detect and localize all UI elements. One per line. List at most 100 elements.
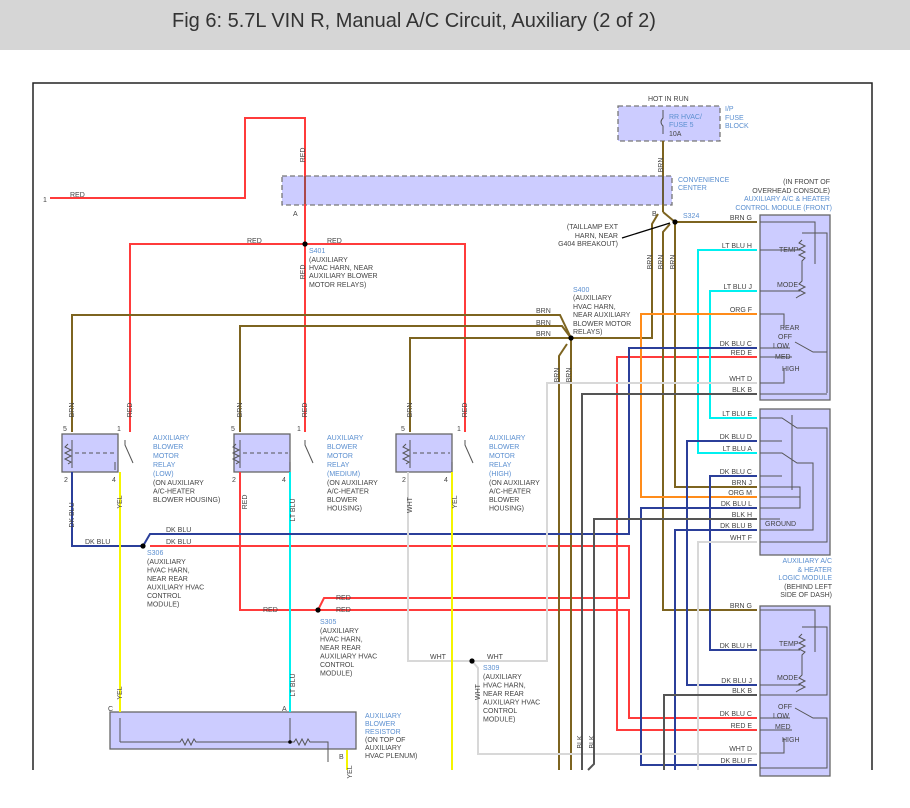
module-pin-label: WHT D [729, 746, 752, 753]
module-pin-label: DK BLU D [720, 434, 752, 441]
wire-color-label: RED [302, 403, 309, 418]
switch-label: MED [775, 354, 791, 361]
module-pin-label: RED E [731, 350, 753, 357]
wire-blk-rear-b [663, 694, 757, 770]
wire-color-label: RED [263, 607, 278, 614]
switch-label: MODE [777, 675, 798, 682]
module-pin-label: LT BLU H [722, 243, 752, 250]
module-pin-label: LT BLU A [723, 446, 753, 453]
module-pin-label: BLK H [732, 512, 752, 519]
module-pin-label: DK BLU C [720, 469, 752, 476]
fuse-amps: 10A [669, 131, 682, 138]
module-location: (BEHIND LEFT [784, 584, 833, 591]
wire-color-label: WHT [475, 683, 482, 700]
wire-color-label: BRN [237, 403, 244, 418]
splice-desc: RELAYS) [573, 329, 602, 336]
splice-desc: CONTROL [320, 662, 354, 669]
wire-dkblu-logic-d [686, 440, 757, 686]
fuse-icon [304, 110, 664, 204]
relay-name: (MEDIUM) [327, 471, 360, 478]
wire-color-label: RED [300, 265, 307, 280]
module-pin-label: DK BLU B [720, 523, 752, 530]
relay-name: RELAY [153, 462, 176, 469]
splice-desc: (AUXILIARY [320, 628, 359, 635]
pin-label: 4 [112, 477, 116, 484]
resistor-name: BLOWER [365, 721, 395, 728]
splice-desc: (AUXILIARY [573, 295, 612, 302]
wire-wht-relay-high [407, 472, 472, 662]
wire-dkblu-logic-b [674, 529, 757, 770]
splice-s401 [302, 241, 308, 247]
pin-label: B [339, 754, 344, 761]
module-pin-label: BRN G [730, 603, 752, 610]
module-location: (IN FRONT OF [783, 179, 830, 186]
splice-desc: MODULE) [320, 671, 352, 678]
wire-color-label: YEL [117, 495, 124, 508]
switch-label: HIGH [782, 366, 800, 373]
wire-red-relay-med-pin2 [239, 472, 318, 611]
module-location: SIDE OF DASH) [780, 592, 832, 599]
wire-color-label: WHT [407, 496, 414, 513]
splice-label: S401 [309, 248, 325, 255]
splice-desc: AUXILIARY BLOWER [309, 273, 378, 280]
splice-s306 [140, 543, 146, 549]
module-name: AUXILIARY A/C [782, 558, 832, 565]
relay-name: BLOWER [153, 444, 183, 451]
module-name: CONTROL MODULE (FRONT) [735, 205, 832, 212]
wire-ltblu-j [709, 290, 757, 419]
wire-color-label: BRN [647, 255, 654, 270]
convenience-center-label: CENTER [678, 185, 707, 192]
wire-color-label: BRN [554, 368, 561, 383]
fuse-label: FUSE 5 [669, 122, 694, 129]
module-pin-label: LT BLU E [722, 411, 752, 418]
callout-arrow [621, 222, 671, 239]
wire-color-label: BRN [69, 403, 76, 418]
wire-color-label: RED [300, 148, 307, 163]
relay-location: BLOWER [327, 497, 357, 504]
wire-brn-relay-med [239, 325, 572, 432]
convenience-center-label: CONVENIENCE [678, 177, 730, 184]
splice-label: S306 [147, 550, 163, 557]
relay-location: (ON AUXILIARY [489, 480, 540, 487]
relay-name: RELAY [327, 462, 350, 469]
module-pin-label: DK BLU J [721, 678, 752, 685]
wire-color-label: RED [247, 238, 262, 245]
wire-color-label: BRN [658, 158, 665, 173]
front-control-module [759, 214, 831, 401]
relay-location: A/C-HEATER [489, 489, 531, 496]
splice-label: S309 [483, 665, 499, 672]
wire-dkblu-logic-c [709, 475, 757, 651]
wire-color-label: RED [462, 403, 469, 418]
splice-desc: NEAR REAR [483, 691, 524, 698]
relay-location: (ON AUXILIARY [327, 480, 378, 487]
wire-color-label: BRN [566, 368, 573, 383]
wire-red-rear-c [318, 609, 757, 719]
module-pin-label: WHT D [729, 376, 752, 383]
relay-location: A/C-HEATER [153, 489, 195, 496]
input-reference: 1 [43, 197, 47, 204]
hot-in-run-label: HOT IN RUN [648, 96, 689, 103]
wire-color-label: LT BLU [290, 673, 297, 696]
resistor-name: RESISTOR [365, 729, 401, 736]
wire-color-label: BLK [589, 735, 596, 749]
pin-label: 5 [63, 426, 67, 433]
splice-desc: CONTROL [147, 593, 181, 600]
wire-color-label: DK BLU [166, 539, 191, 546]
module-location: OVERHEAD CONSOLE) [752, 188, 830, 195]
wire-color-label: BRN [407, 403, 414, 418]
fuse-block [617, 105, 721, 142]
relay-name: (HIGH) [489, 471, 511, 478]
front-module-internals [760, 221, 828, 395]
wire-color-label: BRN [536, 331, 551, 338]
module-pin-label: DK BLU C [720, 341, 752, 348]
blower-resistor [109, 711, 357, 750]
resistor-location: AUXILIARY [365, 745, 402, 752]
wire-color-label: RED [336, 595, 351, 602]
splice-label: S400 [573, 287, 589, 294]
splice-desc: HVAC HARN, [147, 568, 190, 575]
taillamp-note: (TAILLAMP EXT [567, 224, 619, 231]
resistor-location: HVAC PLENUM) [365, 753, 417, 760]
module-pin-label: BLK B [732, 688, 752, 695]
pin-label: C [108, 706, 113, 713]
